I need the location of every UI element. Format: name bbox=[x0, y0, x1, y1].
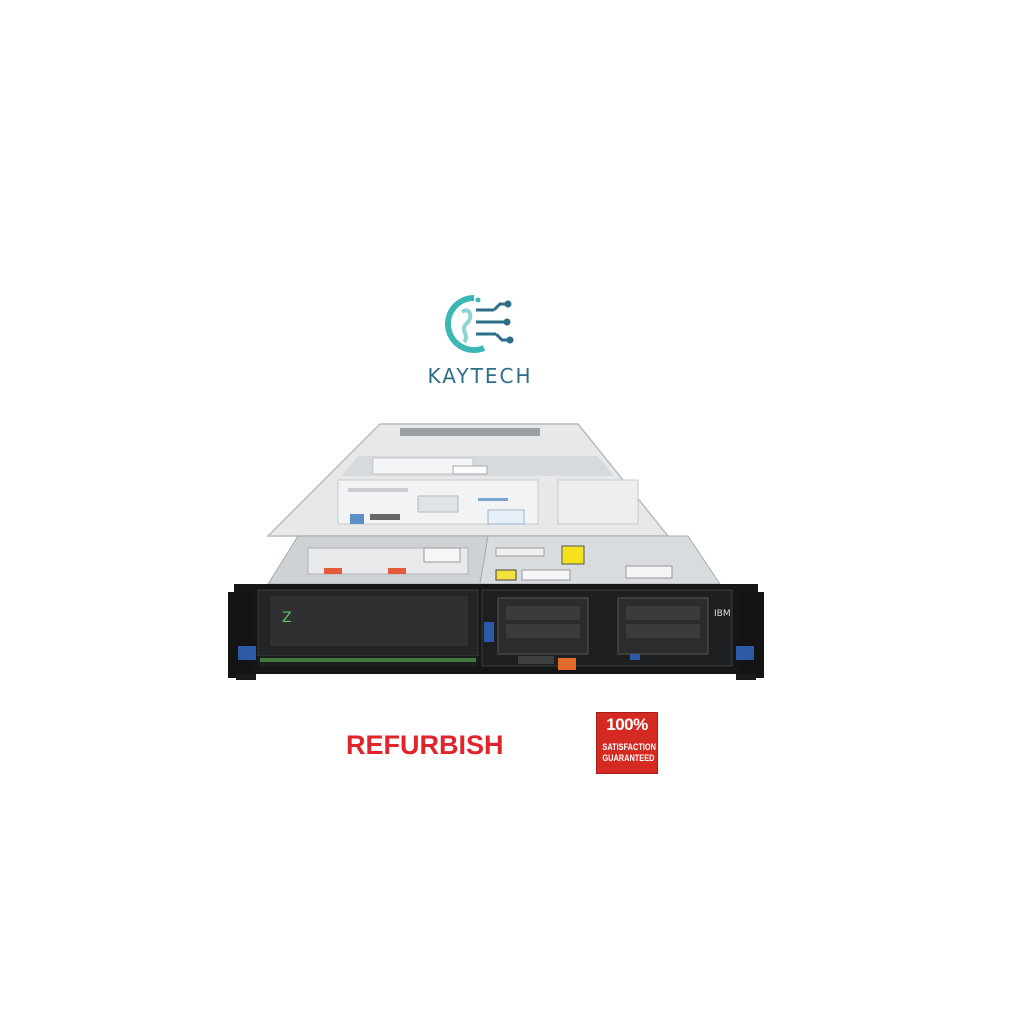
circuit-globe-icon bbox=[445, 295, 514, 353]
badge-line-2: GUARANTEED bbox=[602, 753, 655, 763]
badge-percent: 100% bbox=[606, 715, 648, 734]
badge-line-1: SATISFACTION bbox=[602, 742, 656, 752]
satisfaction-badge: 100% SATISFACTION GUARANTEED bbox=[596, 712, 658, 774]
vendor-mark: IBM bbox=[714, 609, 731, 619]
condition-label: REFURBISH bbox=[346, 730, 504, 760]
svg-text:Z: Z bbox=[282, 610, 292, 626]
brand-name: KAYTECH bbox=[427, 364, 533, 388]
kaytech-logo: KAYTECH bbox=[420, 292, 540, 392]
server-photo: Z IBM bbox=[228, 418, 764, 688]
rack-server-image: Z IBM bbox=[228, 423, 764, 680]
